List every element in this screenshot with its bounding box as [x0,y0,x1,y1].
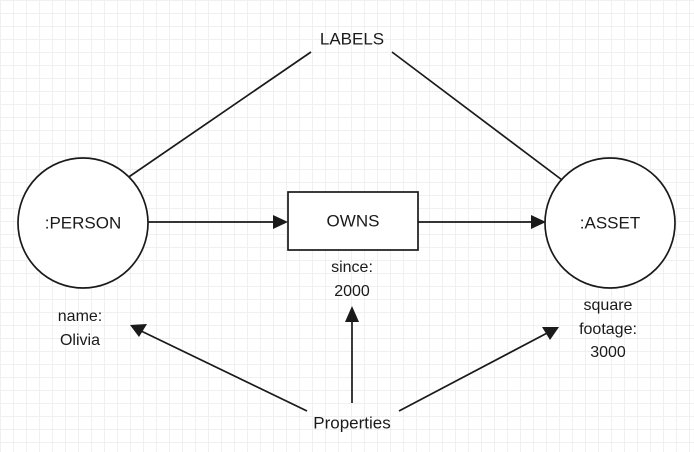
arrow-head-icon [542,327,559,340]
asset-property-line-3: 3000 [590,344,626,361]
person-property-line-2: Olivia [60,332,100,349]
properties-to-asset-property-arrow [398,327,559,412]
relationship-property-line-1: since: [331,259,373,276]
asset-property-line-2: footage: [579,321,637,338]
arrow-head-icon [345,306,359,322]
labels-annotation-text: LABELS [320,29,384,48]
relationship-owns-box[interactable] [287,191,419,251]
properties-to-person-property-arrow [130,324,308,412]
arrow-head-icon [130,324,147,337]
properties-to-relationship-property-arrow [345,306,359,403]
properties-annotation-text: Properties [313,413,390,432]
person-to-owns-arrow [148,215,288,229]
node-asset[interactable] [544,157,676,289]
arrow-head-icon [273,215,288,229]
relationship-property-line-2: 2000 [334,283,370,300]
owns-to-asset-arrow [418,215,546,229]
relationship-owns-label: OWNS [327,211,380,230]
asset-property-line-1: square [584,297,633,314]
person-property-line-1: name: [58,308,102,325]
node-asset-label: :ASSET [580,213,640,232]
arrow-head-icon [531,215,546,229]
node-person[interactable] [17,157,149,289]
node-person-label: :PERSON [45,213,122,232]
